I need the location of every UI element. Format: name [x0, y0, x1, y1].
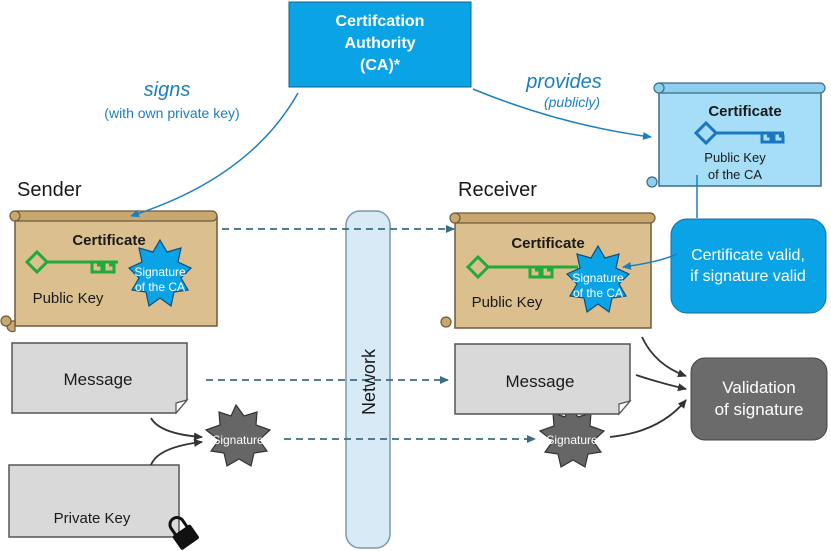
- valid-to-receiver-seal-arrow: [622, 253, 678, 270]
- receiver-ca-signature-line1: Signature: [572, 271, 624, 285]
- sender-ca-signature-line2: of the CA: [135, 280, 185, 294]
- sender-signature-seal: [204, 403, 272, 467]
- provides-detail-label: (publicly): [544, 94, 600, 110]
- validation-line2: of signature: [715, 400, 804, 419]
- sender-ca-signature-seal: [127, 238, 193, 308]
- sender-public-key-label: Public Key: [33, 290, 104, 307]
- ca-title-line2: Authority: [344, 35, 415, 52]
- validation-line1: Validation: [722, 378, 795, 397]
- ca-title-line3: (CA)*: [360, 57, 401, 74]
- sender-ca-signature-line1: Signature: [134, 265, 186, 279]
- receiver-signature-seal: [538, 404, 606, 468]
- cert-valid-line2: if signature valid: [690, 268, 806, 285]
- private-key-label: Private Key: [54, 510, 131, 527]
- certificate-valid-box: [670, 218, 827, 314]
- ca-certificate-label: Certificate: [708, 103, 781, 120]
- sender-title: Sender: [17, 179, 82, 201]
- signs-arrow: [130, 92, 299, 218]
- receiver-public-key-label: Public Key: [472, 294, 543, 311]
- receiver-ca-signature-seal: [565, 244, 631, 314]
- sender-signature-label: Signature: [212, 433, 264, 447]
- private-key-to-signature-arrow: [150, 438, 203, 466]
- ca-public-key-line2: of the CA: [708, 167, 763, 182]
- ca-certificate-scroll: [646, 82, 826, 188]
- signs-detail-label: (with own private key): [104, 105, 239, 121]
- signs-label: signs: [144, 79, 191, 101]
- validation-box: [690, 357, 828, 441]
- ca-title-line1: Certifcation: [336, 13, 425, 30]
- certificate-to-validation-arrow: [641, 336, 687, 378]
- message-to-validation-arrow: [635, 374, 687, 392]
- sender-certificate-label: Certificate: [72, 232, 145, 249]
- ca-public-key-line1: Public Key: [704, 150, 766, 165]
- receiver-public-key-icon: [465, 254, 578, 280]
- receiver-message-label: Message: [506, 372, 575, 391]
- ca-public-key-icon: [693, 120, 785, 146]
- sender-message-label: Message: [64, 370, 133, 389]
- receiver-ca-signature-line2: of the CA: [573, 286, 623, 300]
- cert-valid-line1: Certificate valid,: [691, 247, 805, 264]
- message-to-signature-arrow: [150, 417, 203, 441]
- network-label: Network: [359, 348, 379, 415]
- sender-public-key-icon: [24, 249, 118, 275]
- receiver-signature-label: Signature: [546, 433, 598, 447]
- ca-box: [288, 1, 472, 88]
- signature-to-validation-arrow: [609, 399, 687, 438]
- receiver-title: Receiver: [458, 179, 537, 201]
- private-key-box: [8, 464, 180, 538]
- lock-icon: [168, 516, 199, 550]
- provides-label: provides: [525, 71, 602, 93]
- receiver-certificate-label: Certificate: [511, 235, 584, 252]
- provides-arrow: [472, 88, 652, 140]
